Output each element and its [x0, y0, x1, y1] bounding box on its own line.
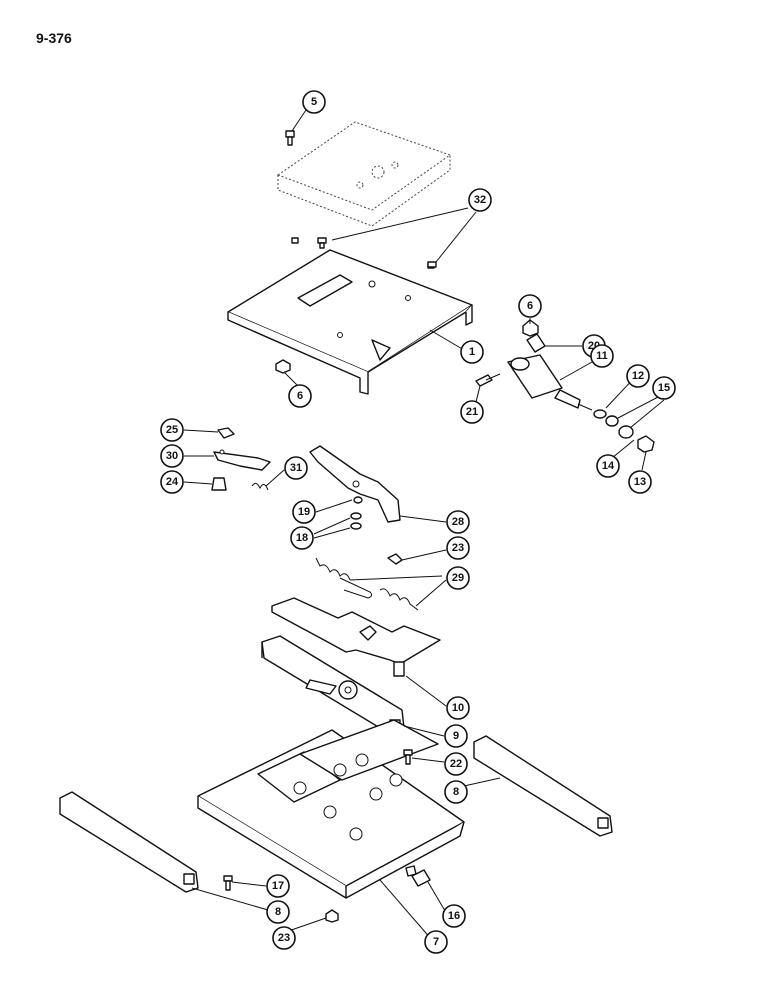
callout-label: 13 — [634, 476, 646, 488]
callout-8a: 8 — [444, 780, 468, 804]
side-rail-8-right — [473, 735, 613, 837]
shock-absorber-11 — [475, 319, 655, 453]
callout-label: 6 — [527, 300, 533, 312]
callout-label: 21 — [466, 406, 478, 418]
callout-9: 9 — [444, 724, 468, 748]
callout-11: 11 — [590, 344, 614, 368]
callout-label: 22 — [450, 758, 462, 770]
callout-6a: 6 — [518, 294, 542, 318]
callout-label: 23 — [452, 542, 464, 554]
bolts-32 — [317, 237, 437, 268]
bushing-16 — [411, 869, 431, 887]
callout-label: 18 — [296, 532, 308, 544]
bolt-22 — [403, 749, 413, 765]
callout-8b: 8 — [266, 900, 290, 924]
callout-31: 31 — [284, 456, 308, 480]
callout-32: 32 — [468, 188, 492, 212]
callout-label: 31 — [290, 462, 302, 474]
callout-label: 12 — [632, 370, 644, 382]
callout-label: 25 — [166, 424, 178, 436]
callout-label: 14 — [602, 460, 615, 472]
bolt-5 — [285, 130, 295, 146]
callout-10: 10 — [446, 696, 470, 720]
callout-label: 23 — [278, 932, 290, 944]
top-plate-1 — [227, 237, 473, 395]
callout-30: 30 — [160, 444, 184, 468]
callout-label: 8 — [275, 906, 281, 918]
nut-23-bottom — [325, 909, 339, 923]
callout-29: 29 — [446, 566, 470, 590]
callout-15: 15 — [652, 376, 676, 400]
latch-parts — [211, 427, 271, 491]
callout-label: 6 — [297, 390, 303, 402]
callout-18: 18 — [290, 526, 314, 550]
callout-5: 5 — [302, 90, 326, 114]
callout-17: 17 — [266, 874, 290, 898]
callout-14: 14 — [596, 454, 620, 478]
callout-label: 5 — [311, 96, 317, 108]
leader-lines — [183, 109, 665, 941]
rail-9 — [261, 635, 405, 735]
callout-label: 8 — [453, 786, 459, 798]
bracket-10 — [271, 597, 441, 677]
callout-23a: 23 — [446, 536, 470, 560]
callout-label: 7 — [433, 936, 439, 948]
callout-1: 1 — [460, 340, 484, 364]
callout-13: 13 — [628, 470, 652, 494]
callout-24: 24 — [160, 470, 184, 494]
lever-28 — [309, 445, 401, 530]
callout-label: 19 — [298, 506, 310, 518]
callout-label: 15 — [658, 382, 670, 394]
page-number: 9-376 — [36, 30, 72, 46]
callout-19: 19 — [292, 500, 316, 524]
callout-16: 16 — [442, 904, 466, 928]
springs-29 — [315, 553, 419, 611]
callout-label: 11 — [596, 350, 608, 362]
callout-28: 28 — [446, 510, 470, 534]
callout-12: 12 — [626, 364, 650, 388]
callout-label: 29 — [452, 572, 464, 584]
callout-label: 9 — [453, 730, 459, 742]
seat-pan-outline — [276, 121, 452, 227]
callout-25: 25 — [160, 418, 184, 442]
bolt-17 — [223, 875, 233, 891]
callout-label: 32 — [474, 194, 486, 206]
callout-label: 24 — [166, 476, 179, 488]
callout-7: 7 — [424, 930, 448, 954]
base-frame-7 — [197, 719, 465, 899]
callout-label: 1 — [469, 346, 475, 358]
callout-6b: 6 — [288, 384, 312, 408]
callout-label: 30 — [166, 450, 178, 462]
callout-label: 28 — [452, 516, 464, 528]
callout-label: 17 — [272, 880, 284, 892]
callout-21: 21 — [460, 400, 484, 424]
callout-23b: 23 — [272, 926, 296, 950]
callout-label: 16 — [448, 910, 460, 922]
callout-label: 10 — [452, 702, 464, 714]
callout-22: 22 — [444, 752, 468, 776]
side-rail-8-left — [59, 791, 199, 893]
